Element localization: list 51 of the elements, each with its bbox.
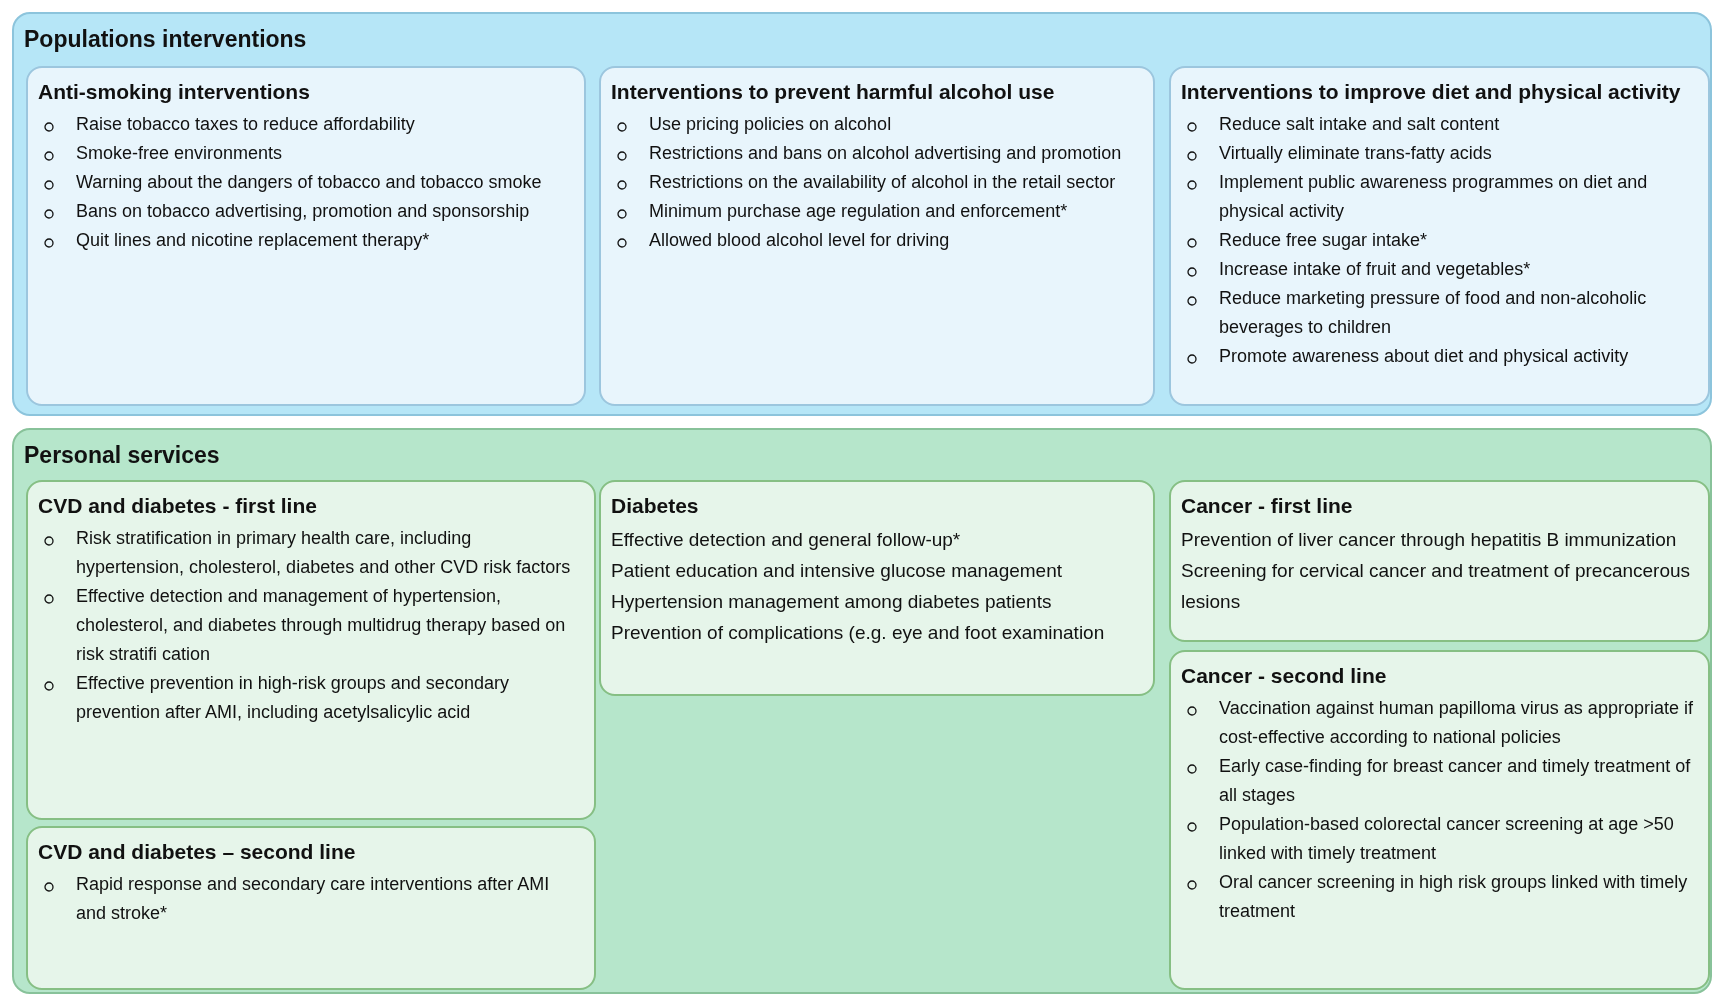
bullet-text: Oral cancer screening in high risk groups linked with timely treatment: [1219, 872, 1688, 921]
bullet-text: Restrictions on the availability of alcohol in the retail sector: [649, 172, 1116, 192]
bullet-text: Population-based colorectal cancer screening at age >50 linked with timely treatment: [1219, 814, 1674, 863]
card-heading: Interventions to improve diet and physical activity: [1181, 80, 1681, 104]
bullet-text: Quit lines and nicotine replacement therapy*: [76, 230, 430, 250]
bullet-text: Increase intake of fruit and vegetables*: [1219, 259, 1531, 279]
card-heading: Cancer - second line: [1181, 664, 1387, 688]
card-heading: CVD and diabetes - first line: [38, 494, 317, 518]
group-panel: [12, 12, 1712, 416]
bullet-text: Effective prevention in high-risk groups and secondary prevention after AMI, including acetylsalicylic acid: [76, 673, 509, 722]
group-title: Personal services: [24, 442, 220, 469]
bullet-text: Minimum purchase age regulation and enforcement*: [649, 201, 1068, 221]
content-card: [1169, 650, 1710, 990]
content-card: [26, 826, 596, 990]
bullet-text: Restrictions and bans on alcohol advertising and promotion: [649, 143, 1122, 163]
bullet-text: Reduce marketing pressure of food and non-alcoholic beverages to children: [1219, 288, 1647, 337]
bullet-text: Reduce salt intake and salt content: [1219, 114, 1500, 134]
card-heading: Diabetes: [611, 494, 699, 518]
content-card: [26, 480, 596, 820]
text-line: Prevention of complications (e.g. eye and foot examination: [611, 621, 1106, 645]
bullet-text: Rapid response and secondary care interventions after AMI and stroke*: [76, 874, 550, 923]
card-heading: Cancer - first line: [1181, 494, 1353, 518]
group-panel: [12, 428, 1712, 994]
content-card: [599, 66, 1155, 406]
bullet-text: Raise tobacco taxes to reduce affordability: [76, 114, 415, 134]
content-card: [26, 66, 586, 406]
text-line: Effective detection and general follow-up*: [611, 528, 962, 552]
card-heading: CVD and diabetes – second line: [38, 840, 356, 864]
text-line: Screening for cervical cancer and treatment of precancerous lesions: [1181, 559, 1692, 614]
bullet-text: Allowed blood alcohol level for driving: [649, 230, 950, 250]
bullet-text: Warning about the dangers of tobacco and tobacco smoke: [76, 172, 542, 192]
bullet-text: Vaccination against human papilloma virus as appropriate if cost-effective according to national policies: [1219, 698, 1693, 747]
text-line: Prevention of liver cancer through hepatitis B immunization: [1181, 528, 1678, 552]
bullet-text: Early case-finding for breast cancer and timely treatment of all stages: [1219, 756, 1691, 805]
bullet-text: Risk stratification in primary health care, including hypertension, cholesterol, diabetes and other CVD risk factors: [76, 528, 571, 577]
content-card: [1169, 66, 1710, 406]
bullet-text: Use pricing policies on alcohol: [649, 114, 892, 134]
card-heading: Interventions to prevent harmful alcohol use: [611, 80, 1055, 104]
bullet-text: Virtually eliminate trans-fatty acids: [1219, 143, 1492, 163]
bullet-text: Reduce free sugar intake*: [1219, 230, 1428, 250]
content-card: [1169, 480, 1710, 642]
card-heading: Anti-smoking interventions: [38, 80, 310, 104]
group-title: Populations interventions: [24, 26, 307, 53]
bullet-text: Implement public awareness programmes on diet and physical activity: [1219, 172, 1648, 221]
bullet-text: Smoke-free environments: [76, 143, 283, 163]
bullet-text: Bans on tobacco advertising, promotion and sponsorship: [76, 201, 530, 221]
text-line: Hypertension management among diabetes patients: [611, 590, 1053, 614]
bullet-text: Effective detection and management of hypertension, cholesterol, and diabetes through multidrug therapy based on risk stratifi cation: [76, 586, 566, 664]
content-card: [599, 480, 1155, 696]
text-line: Patient education and intensive glucose management: [611, 559, 1064, 583]
bullet-text: Promote awareness about diet and physical activity: [1219, 346, 1629, 366]
